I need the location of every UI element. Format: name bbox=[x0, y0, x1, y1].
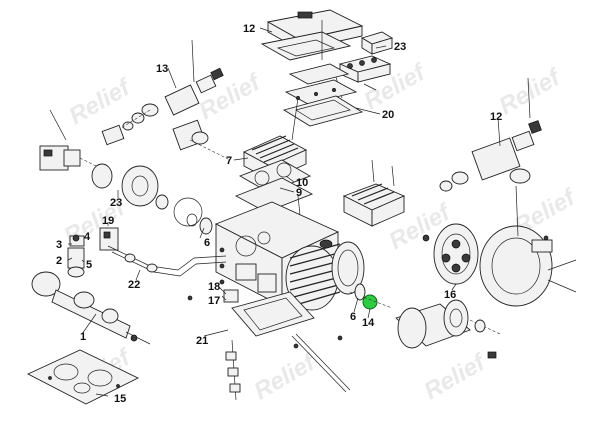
part-12-cover bbox=[260, 9, 364, 61]
part-10-right-valve bbox=[439, 77, 542, 237]
callout-6-upper: 6 bbox=[204, 237, 210, 249]
highlight-ring bbox=[362, 294, 378, 310]
callout-4: 4 bbox=[84, 231, 91, 243]
oil-filter bbox=[395, 299, 501, 359]
part-15-end-cover bbox=[422, 223, 577, 307]
callout-7: 7 bbox=[226, 155, 232, 167]
part-21-oil-pipe bbox=[107, 245, 227, 277]
callout-15: 16 bbox=[444, 289, 456, 301]
watermark: Relief bbox=[495, 63, 567, 120]
callout-6-lower: 6 bbox=[350, 311, 356, 323]
watermark-brand: Relief bbox=[420, 348, 492, 405]
watermark: Relief bbox=[65, 73, 137, 130]
callout-12: 12 bbox=[243, 23, 255, 35]
callout-leaders bbox=[67, 27, 501, 397]
part-18-bracket bbox=[99, 227, 119, 251]
part-right-cylinder-head bbox=[342, 159, 406, 227]
callout-18: 19 bbox=[102, 215, 114, 227]
callout-8: 9 bbox=[296, 187, 302, 199]
watermark-brand: Relief bbox=[250, 348, 322, 405]
part-7-cylinder-head bbox=[234, 135, 314, 216]
callout-3: 3 bbox=[56, 239, 62, 251]
part-17-fitting bbox=[187, 289, 239, 303]
callout-17: 18 bbox=[208, 281, 220, 293]
callout-10: 12 bbox=[490, 111, 502, 123]
motor-finned-section bbox=[285, 239, 365, 311]
watermark: Relief bbox=[420, 348, 492, 405]
callout-2: 2 bbox=[56, 255, 62, 267]
part-coil-left bbox=[39, 109, 113, 175]
callout-19: 20 bbox=[382, 109, 394, 121]
callout-23: 23 bbox=[394, 41, 406, 53]
callout-11: 13 bbox=[156, 63, 168, 75]
watermark-brand: Relief bbox=[65, 73, 137, 130]
callout-22: 23 bbox=[110, 197, 122, 209]
callout-16: 17 bbox=[208, 295, 220, 307]
callout-9: 10 bbox=[296, 177, 308, 189]
callout-20: 21 bbox=[196, 335, 208, 347]
callout-21: 22 bbox=[128, 279, 140, 291]
part-2-5-pump bbox=[67, 234, 85, 278]
part-14-gasket bbox=[26, 349, 140, 405]
watermark-brand: Relief bbox=[195, 68, 267, 125]
part-1-crankshaft bbox=[31, 271, 151, 345]
part-22-flange bbox=[91, 163, 203, 227]
watermark-brand: Relief bbox=[495, 63, 567, 120]
callout-14: 15 bbox=[114, 393, 126, 405]
callout-5: 5 bbox=[86, 259, 92, 271]
part-11-valve bbox=[101, 39, 231, 161]
callout-1: 1 bbox=[80, 331, 86, 343]
callout-13: 14 bbox=[362, 317, 375, 329]
part-19-plate bbox=[282, 20, 364, 141]
callouts: 12 23 13 20 12 7 10 9 23 19 6 3 4 2 5 22… bbox=[56, 23, 502, 405]
watermark: Relief bbox=[250, 348, 322, 405]
part-23-terminal bbox=[333, 31, 394, 99]
watermark: Relief bbox=[195, 68, 267, 125]
part-20-bottom-plate bbox=[225, 291, 351, 401]
